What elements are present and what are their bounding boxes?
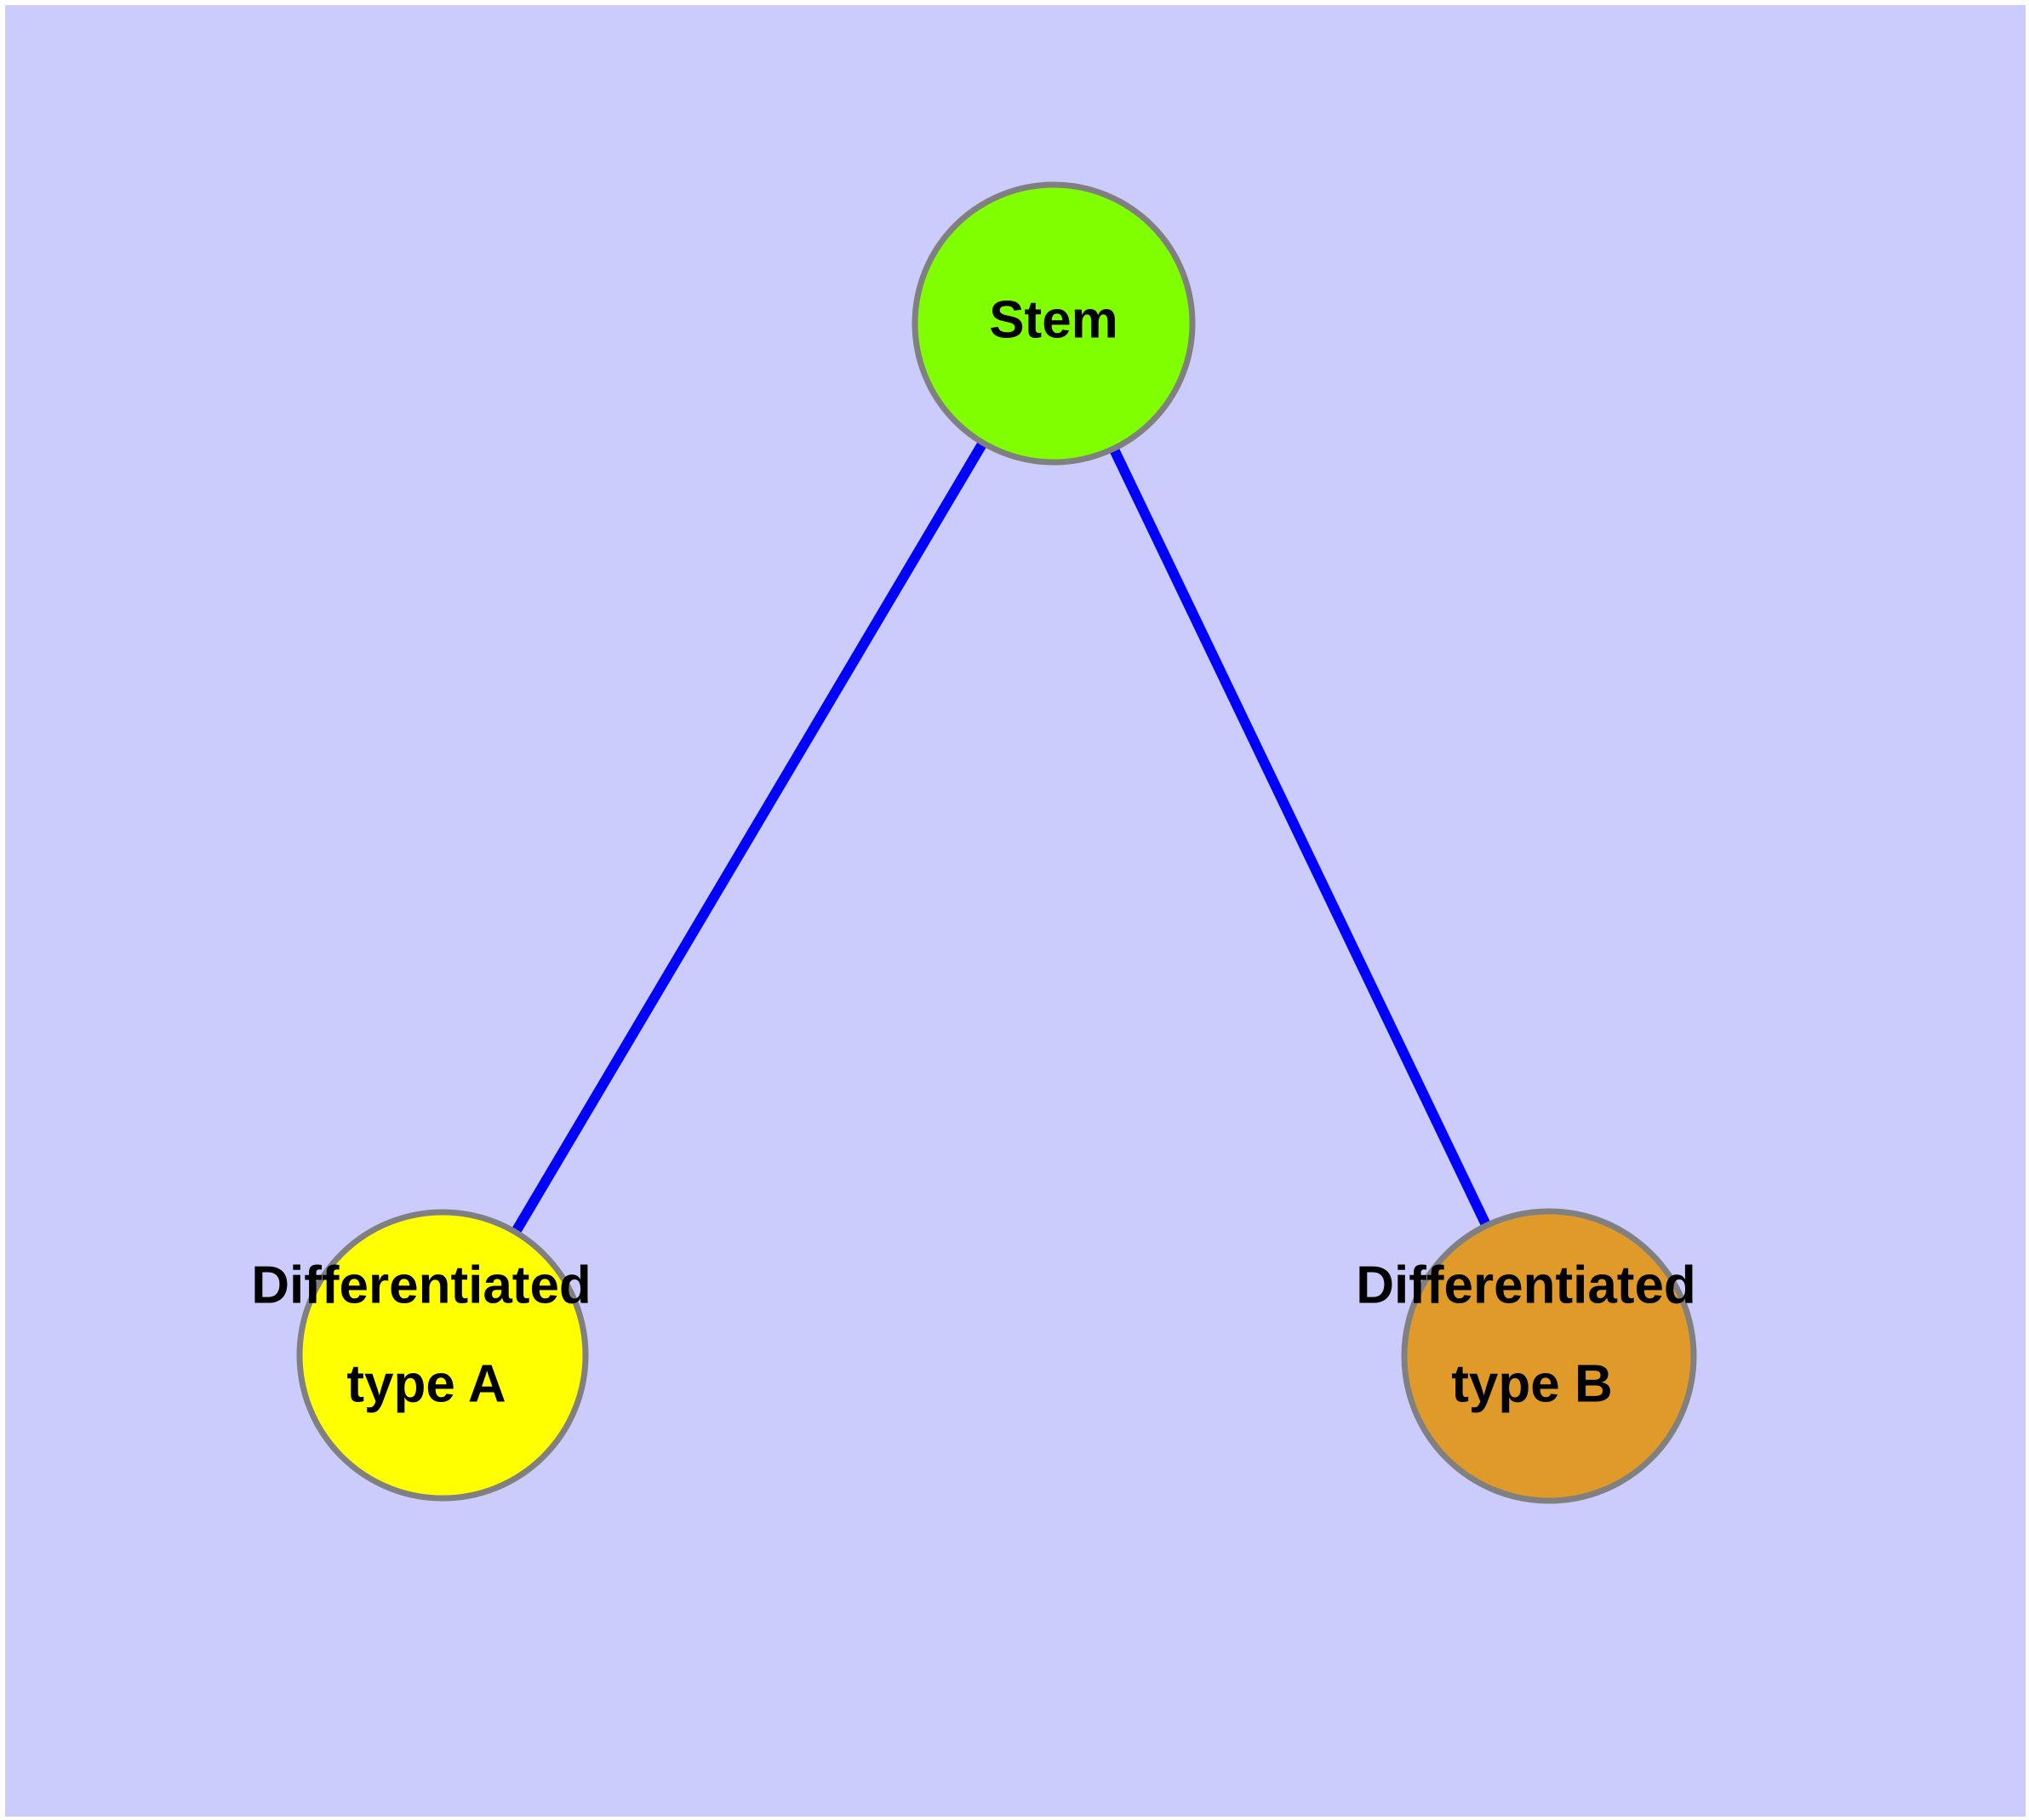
edge-layer	[437, 320, 1554, 1359]
edge-stem-to-diff-b[interactable]	[1049, 321, 1554, 1359]
node-label-differentiated-type-b-line1: Differentiated	[1356, 1256, 1696, 1314]
node-label-differentiated-type-b-line2: type B	[1451, 1354, 1612, 1413]
node-label-differentiated-type-a-line1: Differentiated	[251, 1256, 592, 1314]
node-label-differentiated-type-a-line2: type A	[346, 1354, 506, 1413]
node-differentiated-type-a[interactable]	[296, 1209, 589, 1502]
edge-stem-to-diff-a[interactable]	[437, 320, 1059, 1359]
node-differentiated-type-b[interactable]	[1401, 1208, 1697, 1504]
node-layer	[296, 181, 1697, 1504]
node-stem[interactable]	[912, 181, 1196, 466]
label-layer: Stem Differentiated type A Differentiate…	[251, 290, 1696, 1413]
node-label-stem: Stem	[989, 290, 1118, 349]
